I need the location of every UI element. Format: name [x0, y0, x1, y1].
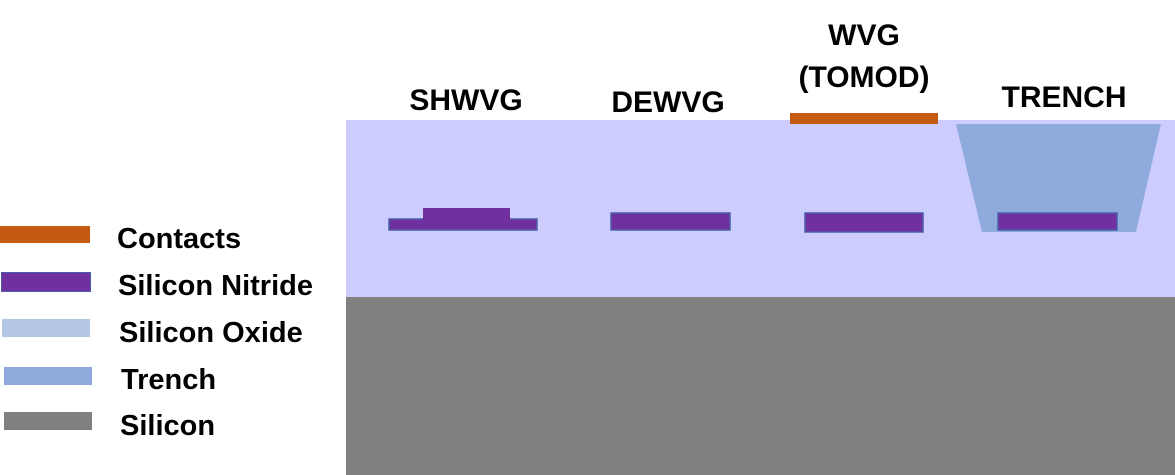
trench-region	[956, 124, 1161, 232]
legend-swatch-contacts	[0, 226, 90, 243]
shwvg-waveguide	[388, 208, 538, 231]
legend-label-trench: Trench	[121, 364, 217, 396]
label-shwvg: SHWVG	[409, 84, 523, 117]
label-dewvg: DEWVG	[611, 86, 725, 119]
label-wvg-line1: WVG	[828, 19, 900, 52]
wvg-tomod-contact	[790, 113, 938, 124]
label-wvg-tomod: WVG (TOMOD)	[798, 15, 929, 99]
legend-label-silicon-oxide: Silicon Oxide	[119, 317, 303, 349]
silicon-substrate	[346, 297, 1175, 475]
dewvg-waveguide	[610, 212, 731, 231]
legend-swatch-silicon-oxide	[2, 319, 90, 337]
trench-waveguide	[997, 212, 1118, 231]
legend-swatch-trench	[4, 367, 92, 385]
label-wvg-line2: (TOMOD)	[798, 61, 930, 94]
legend-swatch-silicon	[4, 412, 92, 430]
label-trench: TRENCH	[1001, 81, 1127, 114]
legend-label-contacts: Contacts	[117, 223, 242, 255]
legend-label-silicon: Silicon	[120, 410, 216, 442]
wvg-tomod-waveguide	[804, 212, 924, 233]
legend-label-silicon-nitride: Silicon Nitride	[118, 270, 313, 302]
legend-swatch-silicon-nitride	[1, 272, 91, 292]
